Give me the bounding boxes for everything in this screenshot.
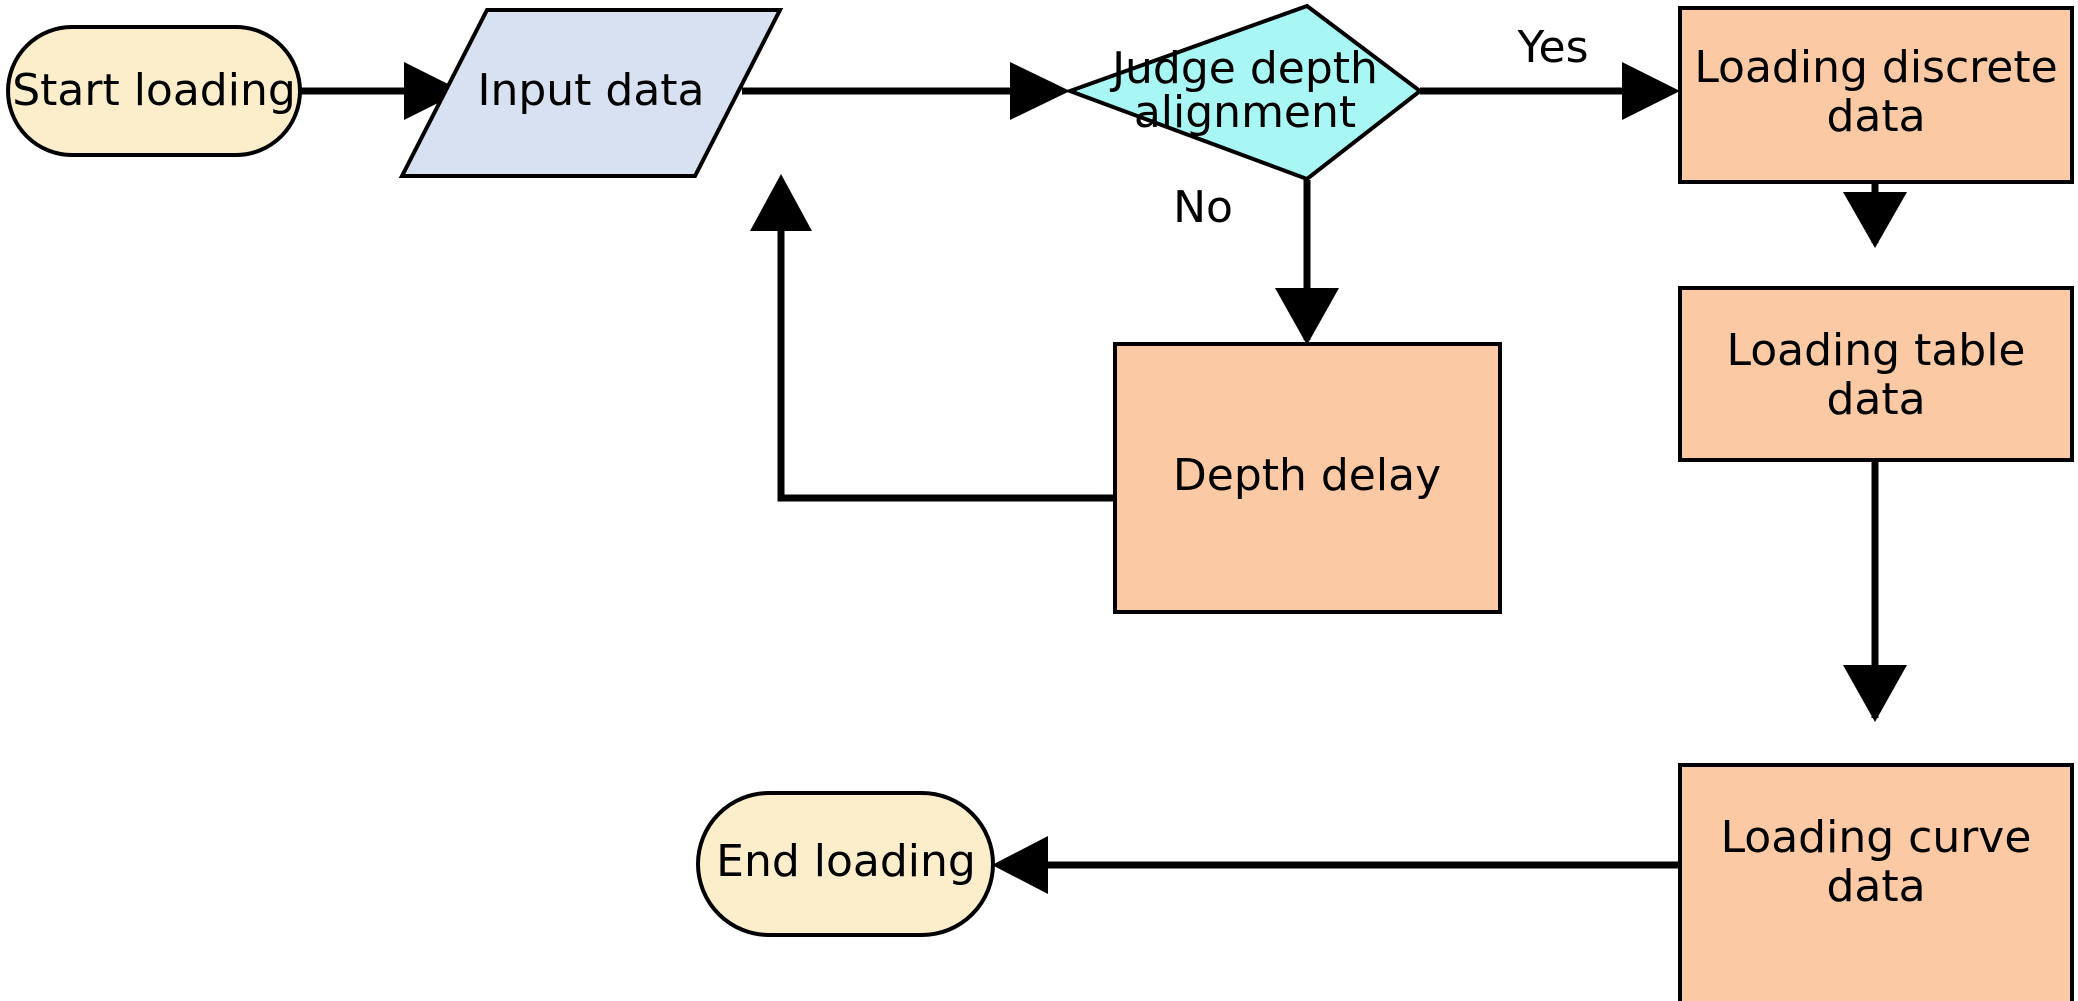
node-loading-discrete-data-shape[interactable] [1678, 6, 2074, 184]
node-input-data[interactable]: Input data [398, 8, 784, 178]
arrowhead-down-icon [1843, 665, 1907, 722]
arrowhead-right-icon [1010, 62, 1070, 120]
edge-label-yes: Yes [1516, 22, 1588, 73]
node-input-data-shape[interactable] [398, 8, 784, 178]
node-loading-table-data-label-line2: data [1826, 374, 1925, 425]
node-judge-depth-alignment[interactable]: Judge depth alignment [1064, 3, 1424, 182]
node-loading-discrete-data[interactable]: Loading discrete data [1678, 6, 2074, 184]
node-loading-curve-data-shape[interactable] [1678, 763, 2074, 1001]
edge-delay-to-input [750, 174, 1115, 502]
edge-decision-to-delay: No [1173, 180, 1339, 345]
node-end-loading-label: End loading [716, 836, 976, 887]
node-start-loading-shape[interactable] [6, 25, 302, 157]
edge-label-no: No [1173, 182, 1233, 233]
node-loading-curve-data-label-line2: data [1826, 861, 1925, 912]
node-loading-curve-data-label-line1: Loading curve [1721, 812, 2032, 863]
node-loading-table-data[interactable]: Loading table data [1678, 286, 2074, 462]
arrowhead-down-icon [1843, 192, 1907, 248]
node-depth-delay[interactable]: Depth delay [1113, 342, 1502, 614]
edge-input-to-decision [742, 62, 1070, 120]
node-judge-depth-alignment-label-line1: Judge depth [1109, 43, 1378, 94]
edge-curve-to-end [992, 836, 1680, 894]
node-loading-discrete-data-label-line2: data [1826, 91, 1925, 142]
edge-start-to-input [300, 62, 462, 120]
node-loading-curve-data[interactable]: Loading curve data [1678, 763, 2074, 1001]
arrowhead-right-icon [404, 62, 462, 120]
node-depth-delay-shape[interactable] [1113, 342, 1502, 614]
node-judge-depth-alignment-label-line2: alignment [1134, 87, 1356, 138]
arrowhead-right-icon [1622, 62, 1680, 120]
edge-table-to-curve [1843, 460, 1907, 722]
arrowhead-up-icon [750, 174, 812, 231]
node-start-loading[interactable]: Start loading [6, 25, 302, 157]
edge-line [777, 228, 1115, 502]
arrowhead-down-icon [1275, 288, 1339, 345]
node-depth-delay-label: Depth delay [1173, 450, 1441, 501]
edge-discrete-to-table [1843, 182, 1907, 248]
node-loading-table-data-shape[interactable] [1678, 286, 2074, 462]
node-input-data-label: Input data [477, 65, 704, 116]
node-end-loading[interactable]: End loading [696, 791, 995, 937]
node-judge-depth-alignment-shape[interactable] [1064, 3, 1424, 182]
arrowhead-left-icon [992, 836, 1048, 894]
node-start-loading-label: Start loading [12, 65, 296, 116]
node-loading-table-data-label-line1: Loading table [1726, 325, 2025, 376]
node-loading-discrete-data-label-line1: Loading discrete [1694, 42, 2057, 93]
edge-decision-to-discrete: Yes [1420, 22, 1680, 120]
node-end-loading-shape[interactable] [696, 791, 995, 937]
